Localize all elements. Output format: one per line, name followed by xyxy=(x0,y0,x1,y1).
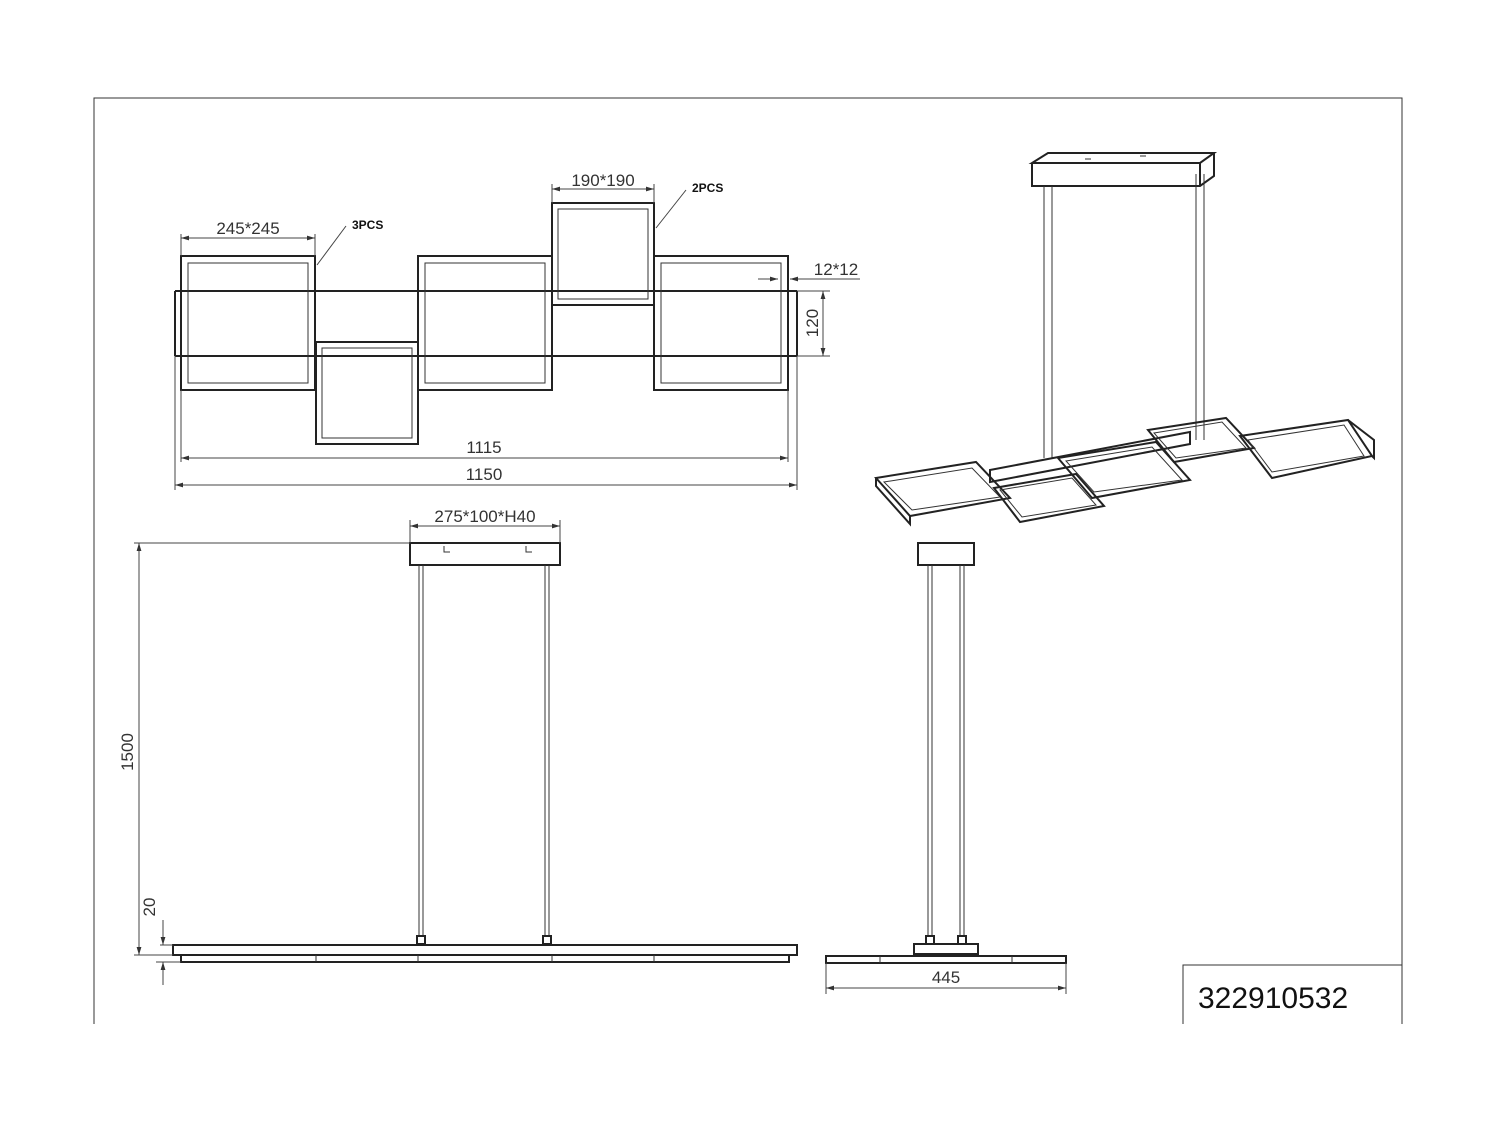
iso-frame-5 xyxy=(1238,418,1375,480)
canopy-side xyxy=(917,542,975,566)
sheet-border xyxy=(93,97,1403,1024)
dim-canopy: 275*100*H40 xyxy=(434,507,535,526)
dim-suspension-height: 1500 xyxy=(118,733,137,771)
small-square-2 xyxy=(551,202,655,306)
side-view: 445 xyxy=(825,542,1067,994)
top-view: 245*245 3PCS 190*190 2PCS 12*12 120 1115… xyxy=(174,171,860,490)
small-square-1 xyxy=(315,341,419,445)
dim-inner-length: 1115 xyxy=(466,438,501,457)
lamp-body-front xyxy=(172,944,798,956)
canopy-front xyxy=(409,542,561,566)
label-2pcs: 2PCS xyxy=(692,181,723,195)
dim-square-small: 190*190 xyxy=(571,171,634,190)
dim-depth: 445 xyxy=(932,968,960,987)
dim-body-height: 20 xyxy=(140,898,159,917)
part-number: 322910532 xyxy=(1198,982,1348,1015)
iso-frame-2 xyxy=(992,472,1106,524)
large-square-2 xyxy=(417,255,553,391)
isometric-view xyxy=(874,152,1375,527)
iso-frame-3 xyxy=(1056,440,1192,500)
front-view: 275*100*H40 1500 20 xyxy=(118,507,798,985)
title-block: 322910532 xyxy=(1182,964,1403,1024)
dim-overall-length: 1150 xyxy=(466,465,503,484)
label-3pcs: 3PCS xyxy=(352,218,383,232)
lamp-body-side xyxy=(825,955,1067,964)
dim-bar-height: 120 xyxy=(803,309,822,337)
bar-outline xyxy=(174,290,798,357)
large-square-1 xyxy=(180,255,316,391)
large-square-3 xyxy=(653,255,789,391)
iso-frame-4 xyxy=(1146,416,1256,464)
dim-profile: 12*12 xyxy=(814,260,858,279)
dim-square-large: 245*245 xyxy=(216,219,279,238)
